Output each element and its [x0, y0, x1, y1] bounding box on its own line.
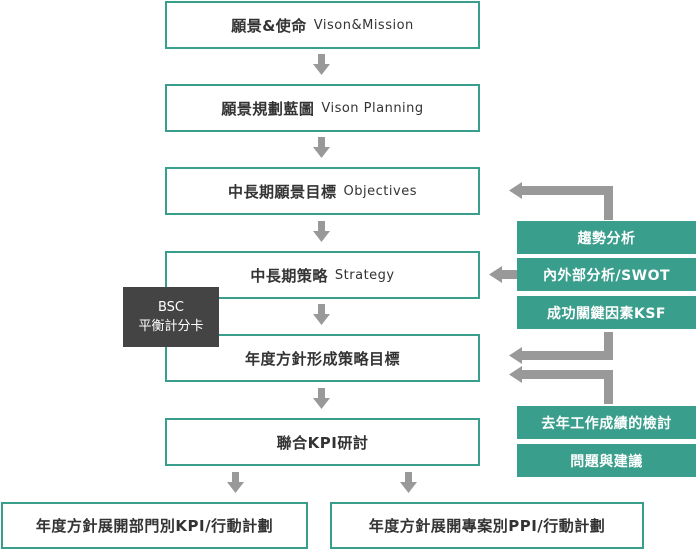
step-kpi-joint: 聯合KPI研討: [165, 418, 480, 466]
step-annual-goals-zh: 年度方針形成策略目標: [244, 349, 400, 368]
input-swot-analysis: 內外部分析/SWOT: [517, 258, 696, 291]
step-kpi-joint-zh: 聯合KPI研討: [276, 433, 369, 452]
step-strategy-zh: 中長期策略: [250, 266, 328, 285]
step-vision-zh: 願景&使命: [231, 16, 307, 35]
step-vision: 願景&使命 Vison&Mission: [165, 1, 480, 49]
input-last-year-review: 去年工作成績的檢討: [517, 406, 696, 439]
step-planning-en: Vison Planning: [321, 100, 424, 116]
step-objectives: 中長期願景目標 Objectives: [165, 167, 480, 215]
step-planning-zh: 願景規劃藍圖: [221, 99, 315, 118]
arrow-down-4: [313, 304, 330, 325]
arrow-to-objectives: [509, 182, 613, 220]
bsc-badge: BSC 平衡計分卡: [123, 287, 219, 347]
step-strategy-en: Strategy: [334, 267, 395, 283]
step-objectives-zh: 中長期願景目標: [228, 182, 337, 201]
step-vision-en: Vison&Mission: [313, 17, 414, 33]
step-dept-plan: 年度方針展開部門別KPI/行動計劃: [1, 502, 308, 549]
arrow-down-right: [400, 472, 417, 493]
arrow-down-2: [313, 137, 330, 158]
arrow-down-5: [313, 388, 330, 409]
input-ksf: 成功關鍵因素KSF: [517, 296, 696, 329]
bsc-label: BSC: [157, 300, 185, 315]
input-issues-suggestions: 問題與建議: [517, 444, 696, 477]
step-project-plan-zh: 年度方針展開專案別PPI/行動計劃: [368, 517, 606, 535]
arrow-to-strategy: [489, 266, 517, 283]
step-dept-plan-zh: 年度方針展開部門別KPI/行動計劃: [35, 517, 274, 535]
step-planning: 願景規劃藍圖 Vison Planning: [165, 84, 480, 132]
step-project-plan: 年度方針展開專案別PPI/行動計劃: [330, 502, 644, 549]
step-objectives-en: Objectives: [343, 183, 417, 199]
bsc-subtitle: 平衡計分卡: [138, 319, 204, 334]
arrow-down-left: [227, 472, 244, 493]
arrow-down-1: [313, 54, 330, 75]
arrow-down-3: [313, 221, 330, 242]
input-trend-analysis: 趨勢分析: [517, 221, 696, 254]
arrow-to-annual-goals-1: [509, 332, 613, 364]
arrow-to-annual-goals-2: [509, 366, 613, 404]
